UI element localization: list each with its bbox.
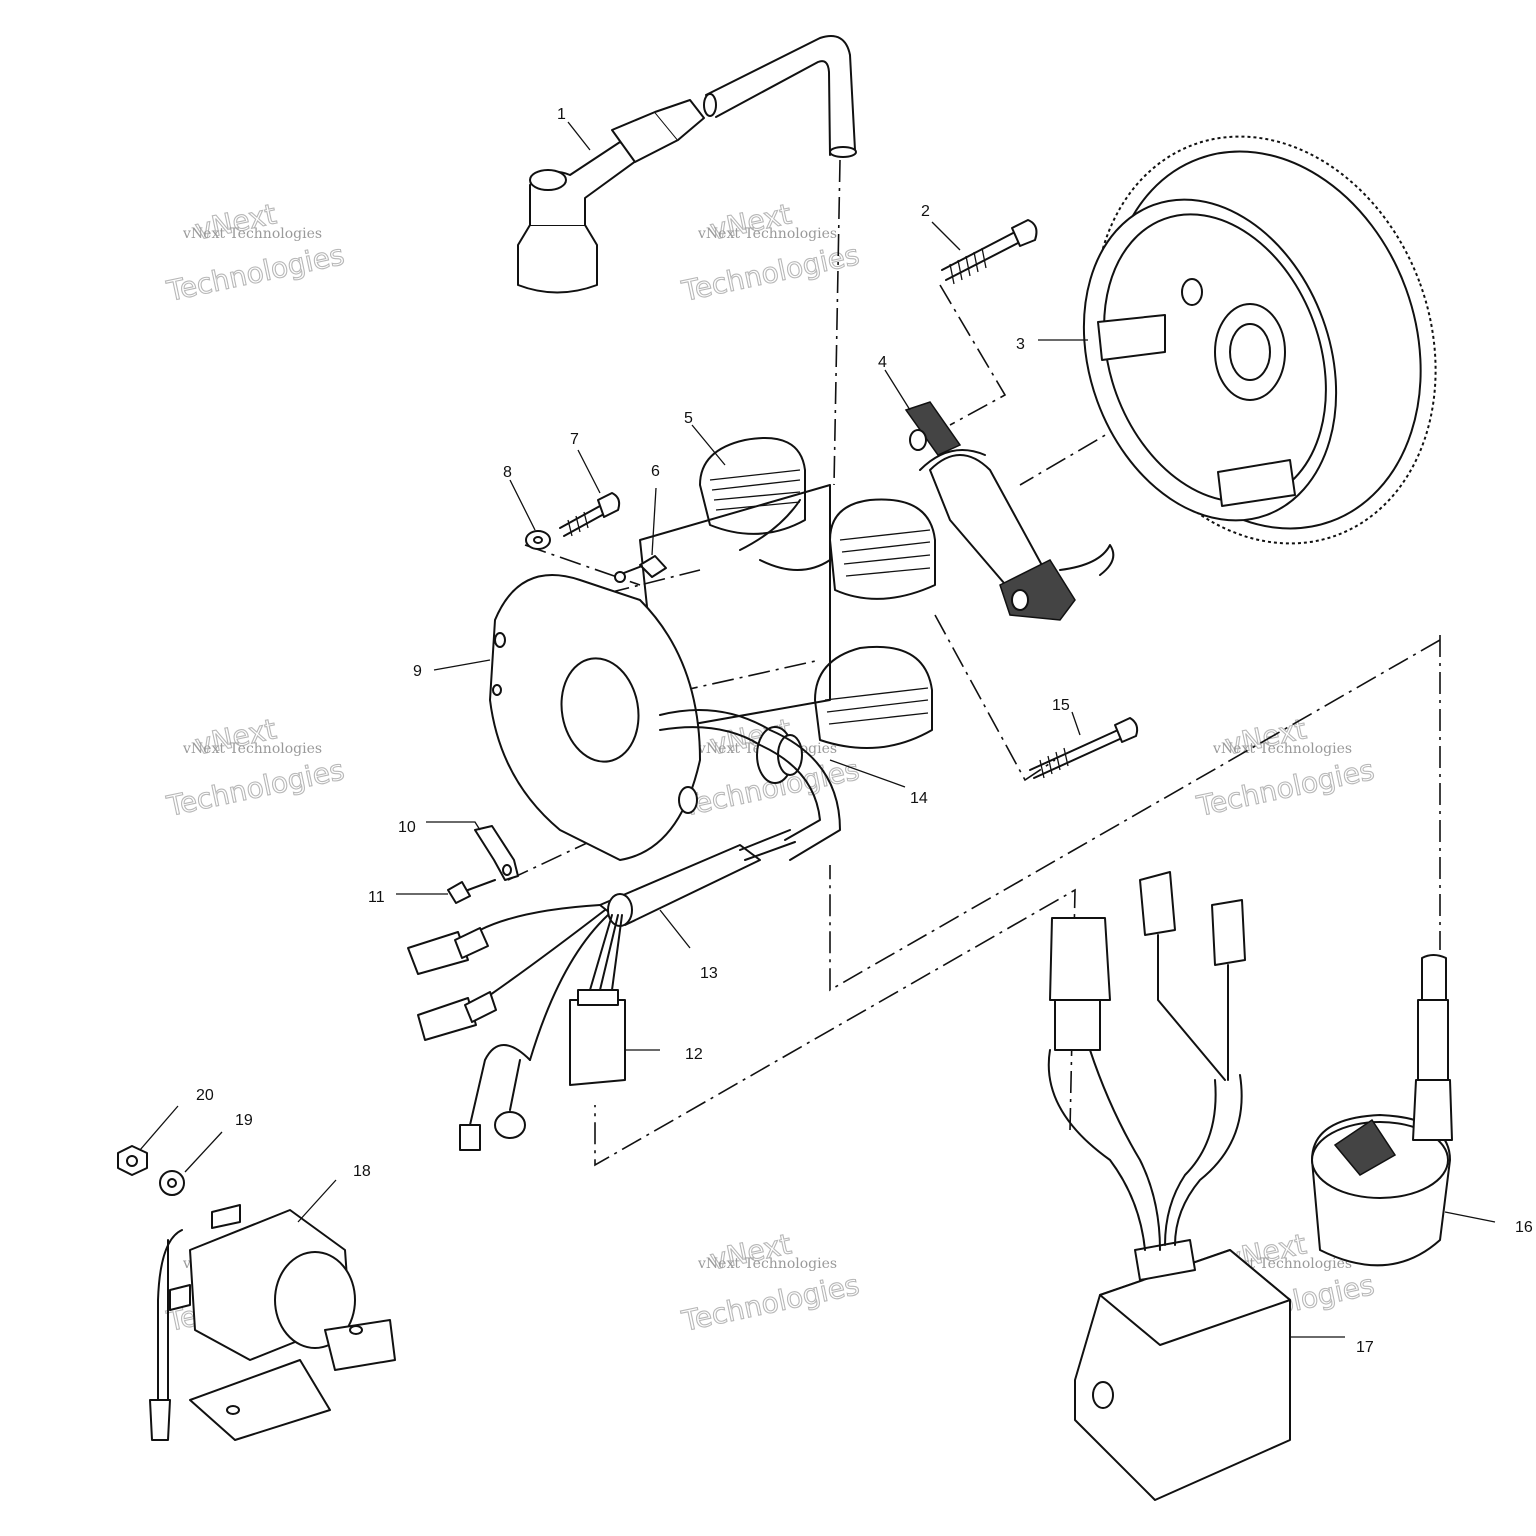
cdi-box-part-17 [1047, 871, 1291, 1501]
harness-part-13 [479, 709, 841, 1061]
callout-20: 20 [196, 1087, 214, 1104]
washer-part-8 [525, 530, 551, 550]
callout-14: 14 [910, 790, 928, 807]
screw-part-11 [447, 879, 496, 904]
watermark-small: vNext Technologies [697, 1256, 837, 1272]
watermark-small: vNext Technologies [1212, 741, 1352, 757]
connectors-part-12 [407, 927, 626, 1151]
grommet-part-14 [756, 726, 803, 784]
callout-6: 6 [651, 463, 660, 480]
watermark-small: vNext Technologies [182, 741, 322, 757]
callout-16: 16 [1515, 1219, 1533, 1236]
leader-lines [139, 121, 1496, 1338]
callout-5: 5 [684, 410, 693, 427]
spark-plug-cap-part-1 [517, 35, 857, 294]
screw-part-6 [614, 555, 667, 583]
washer-part-19 [159, 1170, 185, 1196]
callout-12: 12 [685, 1046, 703, 1063]
watermark-line2: Technologies [163, 238, 347, 308]
clamp-part-10 [474, 825, 519, 881]
callout-13: 13 [700, 965, 718, 982]
watermark-line2: Technologies [678, 1268, 862, 1338]
solenoid-part-18 [149, 1204, 396, 1441]
callout-10: 10 [398, 819, 416, 836]
callout-9: 9 [413, 663, 422, 680]
callout-labels: 1 2 3 4 5 6 7 8 9 10 11 12 13 14 15 16 1… [196, 106, 1533, 1356]
watermark-mid-right: vNext Technologies [1193, 712, 1378, 824]
callout-17: 17 [1356, 1339, 1374, 1356]
watermark-small: vNext Technologies [182, 226, 322, 242]
callout-2: 2 [921, 203, 930, 220]
watermark-line2: Technologies [163, 753, 347, 823]
bolt-part-15 [1029, 717, 1139, 779]
screw-part-7 [559, 492, 621, 537]
callout-18: 18 [353, 1163, 371, 1180]
callout-15: 15 [1052, 697, 1070, 714]
watermark-top-center: vNext Technologies [678, 197, 863, 309]
watermark-line2: Technologies [1193, 753, 1377, 823]
watermark-bottom-center: vNext Technologies [678, 1227, 863, 1339]
callout-7: 7 [570, 431, 579, 448]
stator-plate-part-9 [489, 574, 701, 861]
watermark-line2: Technologies [678, 238, 862, 308]
callout-1: 1 [557, 106, 566, 123]
callout-8: 8 [503, 464, 512, 481]
ignition-coil-part-16 [1311, 954, 1453, 1267]
watermark-top-left: vNext Technologies [163, 197, 348, 309]
callout-11: 11 [368, 889, 385, 906]
bolt-part-2 [941, 219, 1038, 285]
callout-3: 3 [1016, 336, 1025, 353]
stator-coils-part-5 [639, 437, 936, 749]
callout-19: 19 [235, 1112, 253, 1129]
flywheel-part-3 [1082, 135, 1437, 545]
nut-part-20 [117, 1145, 148, 1176]
pulser-coil-part-4 [904, 401, 1115, 621]
callout-4: 4 [878, 354, 887, 371]
watermark-mid-left: vNext Technologies [163, 712, 348, 824]
watermark-small: vNext Technologies [697, 226, 837, 242]
